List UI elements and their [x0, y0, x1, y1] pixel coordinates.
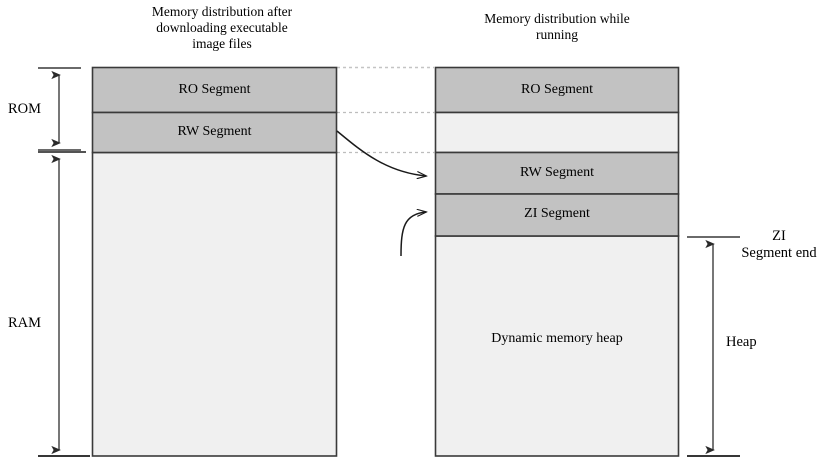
left-rw-segment-label: RW Segment: [177, 124, 252, 139]
right-column-title: Memory distribution while running: [484, 11, 630, 42]
left-ro-segment-label: RO Segment: [178, 82, 251, 97]
zi-segment-end-label: ZI Segment end: [741, 228, 817, 262]
right-column-boxes: [434, 66, 680, 457]
left-free-area: [91, 151, 338, 457]
rom-bracket-label: ROM: [8, 101, 42, 117]
dynamic-memory-heap-label: Dynamic memory heap: [491, 331, 623, 346]
right-gap-area: [434, 111, 680, 154]
right-rw-segment-label: RW Segment: [519, 165, 595, 180]
right-ro-segment-label: RO Segment: [521, 82, 593, 97]
right-zi-segment-label: ZI Segment: [524, 206, 590, 221]
left-column-title: Memory distribution after downloading ex…: [151, 4, 293, 51]
zi-creation-arrow: [400, 212, 426, 257]
rw-relocation-arrow: [336, 130, 426, 176]
ram-bracket: [38, 151, 90, 457]
ram-bracket-label: RAM: [8, 315, 42, 331]
relocation-arrows: [336, 130, 426, 257]
heap-bracket-label: Heap: [726, 334, 757, 350]
dotted-connector-lines: [337, 66, 434, 154]
